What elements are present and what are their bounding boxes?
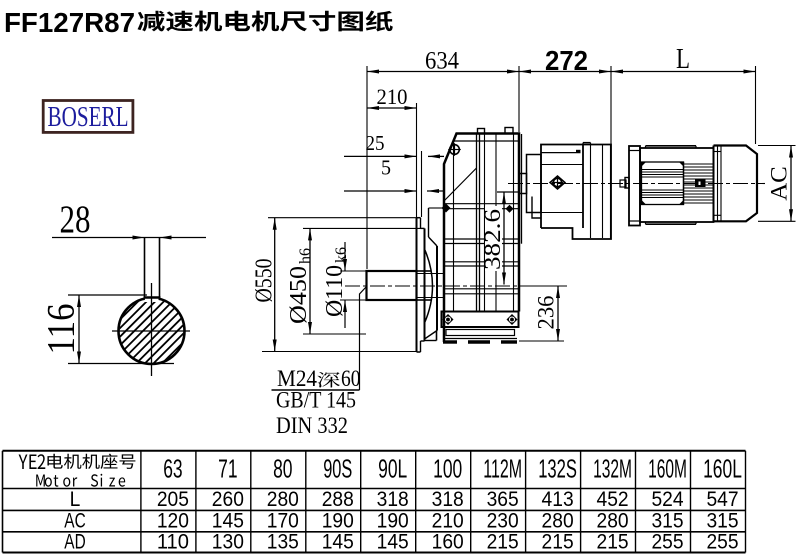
svg-text:215: 215	[487, 529, 519, 553]
svg-text:160M: 160M	[648, 454, 687, 484]
svg-text:255: 255	[651, 529, 683, 553]
svg-text:145: 145	[322, 529, 354, 553]
svg-text:112M: 112M	[483, 454, 522, 484]
svg-text:315: 315	[651, 508, 683, 532]
svg-text:100: 100	[433, 454, 462, 484]
svg-text:L: L	[70, 487, 81, 511]
svg-text:210: 210	[377, 84, 408, 109]
svg-text:170: 170	[267, 508, 299, 532]
svg-text:25: 25	[366, 131, 385, 155]
svg-text:90L: 90L	[378, 454, 407, 484]
svg-text:135: 135	[267, 529, 299, 553]
svg-text:28: 28	[60, 198, 91, 241]
svg-text:GB/T 145: GB/T 145	[276, 388, 356, 413]
svg-text:255: 255	[706, 529, 738, 553]
svg-text:280: 280	[597, 508, 629, 532]
svg-text:382.6: 382.6	[480, 209, 505, 270]
svg-text:L: L	[676, 44, 690, 75]
svg-text:205: 205	[157, 487, 189, 511]
svg-text:BOSERL: BOSERL	[48, 101, 129, 133]
svg-text:210: 210	[432, 508, 464, 532]
svg-text:280: 280	[267, 487, 299, 511]
svg-text:60: 60	[341, 366, 361, 392]
svg-text:Ø550: Ø550	[252, 259, 278, 303]
svg-text:190: 190	[322, 508, 354, 532]
svg-text:h6: h6	[297, 248, 314, 264]
svg-text:230: 230	[487, 508, 519, 532]
svg-text:260: 260	[212, 487, 244, 511]
svg-text:k6: k6	[333, 247, 350, 263]
svg-text:130: 130	[212, 529, 244, 553]
svg-text:145: 145	[212, 508, 244, 532]
svg-text:315: 315	[706, 508, 738, 532]
svg-text:132M: 132M	[593, 454, 632, 484]
svg-text:524: 524	[651, 487, 683, 511]
svg-text:116: 116	[40, 304, 83, 355]
svg-text:160: 160	[432, 529, 464, 553]
svg-text:132S: 132S	[538, 454, 577, 484]
svg-text:71: 71	[218, 454, 237, 484]
svg-text:145: 145	[377, 529, 409, 553]
svg-text:120: 120	[157, 508, 189, 532]
svg-text:215: 215	[597, 529, 629, 553]
svg-text:280: 280	[542, 508, 574, 532]
svg-text:272: 272	[545, 45, 588, 76]
svg-text:160L: 160L	[703, 454, 742, 484]
svg-text:63: 63	[163, 454, 182, 484]
svg-text:288: 288	[322, 487, 354, 511]
svg-text:318: 318	[377, 487, 409, 511]
svg-text:634: 634	[425, 48, 459, 75]
svg-text:AD: AD	[64, 529, 85, 553]
svg-text:236: 236	[534, 296, 559, 330]
svg-text:Ø450: Ø450	[286, 266, 312, 324]
svg-text:365: 365	[487, 487, 519, 511]
svg-text:547: 547	[706, 487, 738, 511]
svg-text:DIN 332: DIN 332	[276, 413, 348, 438]
svg-text:FF127R87: FF127R87	[4, 7, 135, 38]
svg-text:452: 452	[597, 487, 629, 511]
svg-text:M24: M24	[277, 366, 317, 392]
svg-text:Ø110: Ø110	[322, 265, 348, 317]
svg-text:90S: 90S	[323, 454, 352, 484]
svg-text:AC: AC	[64, 508, 85, 532]
svg-text:5: 5	[381, 156, 391, 180]
svg-text:413: 413	[542, 487, 574, 511]
svg-text:80: 80	[273, 454, 292, 484]
svg-text:110: 110	[157, 529, 189, 553]
svg-text:190: 190	[377, 508, 409, 532]
svg-text:318: 318	[432, 487, 464, 511]
svg-text:215: 215	[542, 529, 574, 553]
svg-text:AC: AC	[767, 166, 792, 201]
